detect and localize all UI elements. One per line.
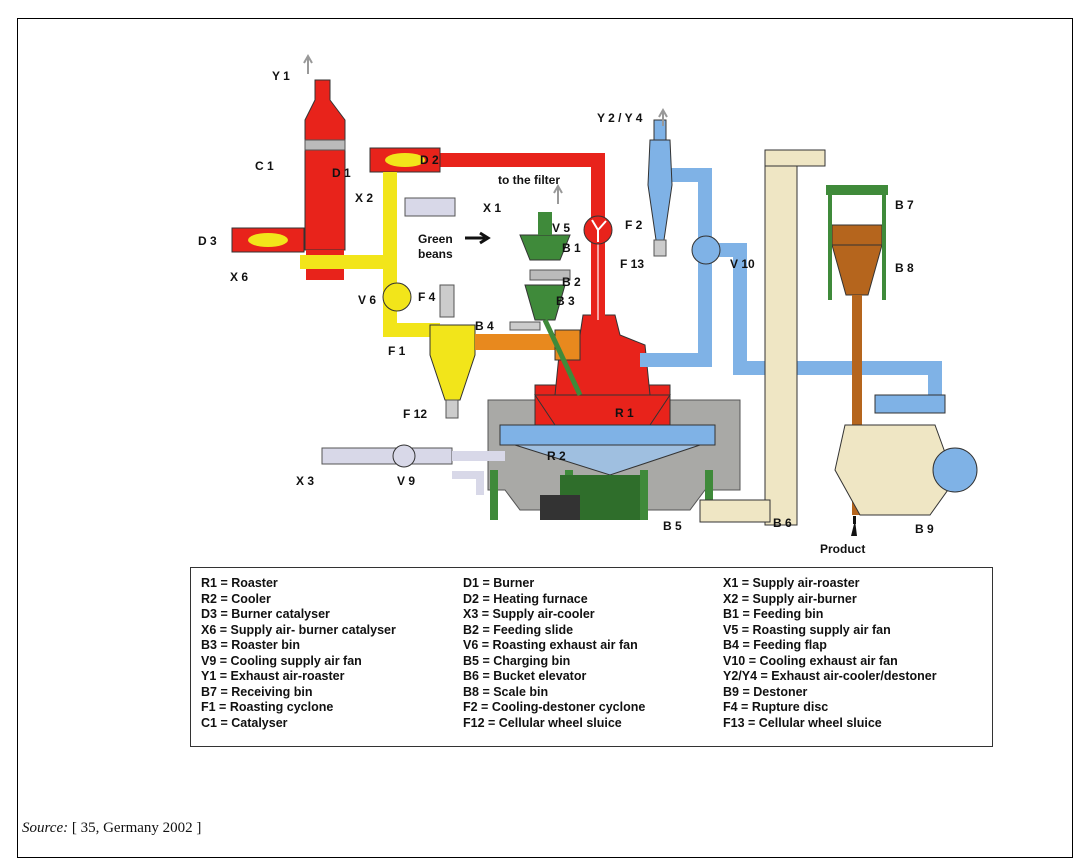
legend-column-1: R1 = Roaster R2 = Cooler D3 = Burner cat… — [201, 576, 396, 731]
legend-item: B8 = Scale bin — [463, 685, 645, 701]
receiving-bin-b7 — [832, 225, 882, 245]
label-f12: F 12 — [403, 407, 427, 421]
source-caption: Source: [ 35, Germany 2002 ] — [22, 820, 201, 837]
supply-air-x1 — [405, 198, 455, 216]
supply-air-x3 — [322, 448, 452, 464]
rupture-disc-f4 — [440, 285, 454, 317]
arrow-green-beans — [465, 233, 488, 243]
legend-item: B6 = Bucket elevator — [463, 669, 645, 685]
legend-item: B9 = Destoner — [723, 685, 937, 701]
label-product: Product — [820, 542, 865, 556]
legend-item: B5 = Charging bin — [463, 654, 645, 670]
arrow-filter — [554, 186, 562, 204]
legend-item: D2 = Heating furnace — [463, 592, 645, 608]
fan-v6 — [383, 283, 411, 311]
label-d3: D 3 — [198, 234, 217, 248]
legend-item: R2 = Cooler — [201, 592, 396, 608]
legend-item: D1 = Burner — [463, 576, 645, 592]
legend-item: X2 = Supply air-burner — [723, 592, 937, 608]
label-b6: B 6 — [773, 516, 792, 530]
fan-v10 — [692, 236, 720, 264]
label-f2: F 2 — [625, 218, 643, 232]
label-f4: F 4 — [418, 290, 436, 304]
label-x2: X 2 — [355, 191, 373, 205]
label-r2: R 2 — [547, 449, 566, 463]
legend-item: F2 = Cooling-destoner cyclone — [463, 700, 645, 716]
source-text: [ 35, Germany 2002 ] — [68, 820, 201, 836]
source-label: Source: — [22, 820, 68, 836]
label-green: Green — [418, 232, 453, 246]
legend-item: F1 = Roasting cyclone — [201, 700, 396, 716]
label-c1: C 1 — [255, 159, 274, 173]
label-d1: D 1 — [332, 166, 351, 180]
sluice-f12 — [446, 400, 458, 418]
legend-column-3: X1 = Supply air-roaster X2 = Supply air-… — [723, 576, 937, 731]
label-d2: D 2 — [420, 153, 439, 167]
arrow-y1 — [304, 56, 312, 74]
legend-item: F4 = Rupture disc — [723, 700, 937, 716]
legend-item: D3 = Burner catalyser — [201, 607, 396, 623]
label-v10: V 10 — [730, 257, 755, 271]
legend-item: V9 = Cooling supply air fan — [201, 654, 396, 670]
label-v5: V 5 — [552, 221, 570, 235]
label-v6: V 6 — [358, 293, 376, 307]
legend-item: X6 = Supply air- burner catalyser — [201, 623, 396, 639]
legend-item: V5 = Roasting supply air fan — [723, 623, 937, 639]
roasting-cyclone-f1 — [430, 325, 475, 400]
legend-item: F12 = Cellular wheel sluice — [463, 716, 645, 732]
legend-item: Y1 = Exhaust air-roaster — [201, 669, 396, 685]
label-b4: B 4 — [475, 319, 494, 333]
fan-v9 — [393, 445, 415, 467]
label-b5: B 5 — [663, 519, 682, 533]
legend-item: B3 = Roaster bin — [201, 638, 396, 654]
label-y1: Y 1 — [272, 69, 290, 83]
sluice-f13 — [654, 240, 666, 256]
bucket-elevator-b6 — [765, 155, 797, 525]
label-to-the-filter: to the filter — [498, 173, 560, 187]
label-b8: B 8 — [895, 261, 914, 275]
legend-column-2: D1 = Burner D2 = Heating furnace X3 = Su… — [463, 576, 645, 731]
feeding-flap-b4 — [510, 322, 540, 330]
cooler-tray — [500, 425, 715, 445]
label-f13: F 13 — [620, 257, 644, 271]
red-hot-air-duct — [440, 160, 598, 230]
legend-item: B4 = Feeding flap — [723, 638, 937, 654]
legend-item: B1 = Feeding bin — [723, 607, 937, 623]
label-x1: X 1 — [483, 201, 501, 215]
legend-item: V6 = Roasting exhaust air fan — [463, 638, 645, 654]
label-x6: X 6 — [230, 270, 248, 284]
scale-bin-b8 — [832, 245, 882, 295]
label-y2y4: Y 2 / Y 4 — [597, 111, 643, 125]
label-x3: X 3 — [296, 474, 314, 488]
legend-item: X3 = Supply air-cooler — [463, 607, 645, 623]
legend-item: F13 = Cellular wheel sluice — [723, 716, 937, 732]
legend-item: B2 = Feeding slide — [463, 623, 645, 639]
label-b7: B 7 — [895, 198, 914, 212]
cyclone-f2 — [648, 140, 672, 240]
label-b1: B 1 — [562, 241, 581, 255]
legend-item: R1 = Roaster — [201, 576, 396, 592]
label-v9: V 9 — [397, 474, 415, 488]
legend-item: V10 = Cooling exhaust air fan — [723, 654, 937, 670]
legend-item: C1 = Catalyser — [201, 716, 396, 732]
label-beans: beans — [418, 247, 453, 261]
label-b3: B 3 — [556, 294, 575, 308]
label-b2: B 2 — [562, 275, 581, 289]
label-b9: B 9 — [915, 522, 934, 536]
label-f1: F 1 — [388, 344, 406, 358]
legend-item: Y2/Y4 = Exhaust air-cooler/destoner — [723, 669, 937, 685]
catalyser-c1 — [305, 80, 345, 250]
legend-item: X1 = Supply air-roaster — [723, 576, 937, 592]
legend-item: B7 = Receiving bin — [201, 685, 396, 701]
legend-box: R1 = Roaster R2 = Cooler D3 = Burner cat… — [190, 567, 993, 747]
label-r1: R 1 — [615, 406, 634, 420]
